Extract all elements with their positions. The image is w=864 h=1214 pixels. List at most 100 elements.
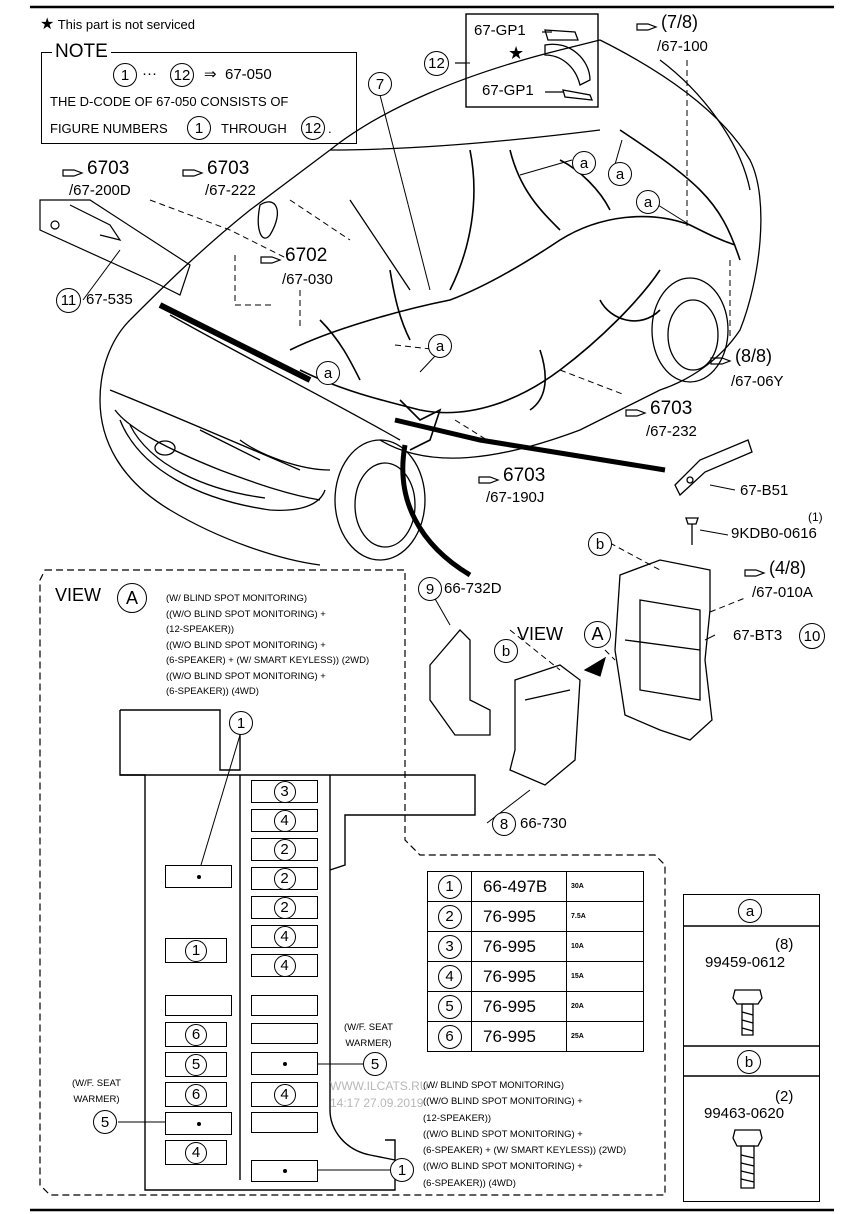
fuse-id: 2 [273,867,296,890]
main-harness [289,129,741,451]
ref-4-8-page: (4/8) [769,558,807,578]
fuse-callout-1-bottom: 1 [390,1158,414,1182]
fuse-dot-icon [196,1121,201,1126]
ref-232-group: 6703 [650,398,693,419]
table-row: 3 76-995 10A [427,931,644,962]
not-serviced-legend: ★ This part is not serviced [40,14,195,34]
ref-7-8: (7/8) [636,12,698,33]
callout-8: 8 [492,812,516,836]
fuse-id: 4 [273,925,296,948]
bolt-99463-0620 [732,1129,763,1189]
cond-line: (6-SPEAKER) + (W/ SMART KEYLESS)) (2WD) [166,655,370,666]
fuse-id: 5 [437,994,462,1019]
bolt-code: 9KDB0-0616 [731,525,817,542]
callout-12: 12 [424,51,449,76]
cond-line: ((W/O BLIND SPOT MONITORING) + [423,1161,583,1173]
fuse-id: 2 [273,838,296,861]
ref-8-8: (8/8) [710,346,772,367]
callout-9-code: 66-732D [444,580,502,597]
legend-text: This part is not serviced [57,17,196,32]
junction-box-67-bt3 [614,559,713,741]
fuse-dot-icon [282,1061,287,1066]
ref-030-code: /67-030 [282,271,333,288]
fuse-slot: 4 [165,1140,227,1165]
callout-8-code: 66-730 [520,815,567,832]
hardware-a-part: 99459-0612 [705,954,786,971]
fuse-id: 6 [185,1023,207,1046]
bolt-99459-0612 [732,989,763,1036]
seat-warmer-right-label: (W/F. SEAT WARMER) [344,1020,393,1052]
ref-190j-code: /67-190J [486,489,545,506]
cond-line: (6-SPEAKER) + (W/ SMART KEYLESS)) (2WD) [423,1145,627,1157]
ref-222-code: /67-222 [205,182,256,199]
fuse-id: 4 [273,1083,296,1106]
hand-pointer-icon [625,403,647,417]
fuse-slot [251,1052,318,1075]
fuse-callout-1-top: 1 [229,711,253,735]
fuse-id: 1 [185,939,207,962]
cond-line: (W/ BLIND SPOT MONITORING) [166,593,308,604]
cond-line: (W/ BLIND SPOT MONITORING) [423,1080,565,1091]
view-a-arrow-label: VIEW [517,624,564,644]
fastener-a-marker: a [636,190,660,214]
amperage: 25A [566,1021,644,1052]
watermark-line: WWW.ILCATS.RU [330,1079,429,1093]
fuse-callout-5-right: 5 [363,1052,387,1076]
fuse-dot-icon [282,1169,287,1173]
gp1-clips [544,29,594,101]
callout-9: 9 [418,577,442,601]
ref-8-8-page: (8/8) [735,346,773,366]
cond-line: ((W/O BLIND SPOT MONITORING) + [423,1128,583,1140]
fuse-block-outline [119,709,476,1191]
fastener-b-marker: b [494,639,518,663]
hardware-b-qty: (2) [775,1088,794,1105]
fuse-slot: 4 [251,925,318,948]
amperage: 7.5A [566,901,644,932]
hand-pointer-icon [260,250,282,264]
car-body-outline [99,39,762,566]
fuse-slot: 6 [165,1022,227,1047]
fuse-id: 4 [273,809,296,832]
fastener-a-marker: a [572,151,596,175]
hand-pointer-icon [710,351,732,365]
ref-8-8-code: /67-06Y [731,373,784,390]
hand-pointer-icon [744,563,766,577]
hand-pointer-icon [182,163,204,177]
ref-200d-code: /67-200D [69,182,131,199]
box-66-730 [509,664,581,786]
part-number: 66-497B [471,871,567,902]
fastener-a-marker: a [316,361,340,385]
view-a-arrow-letter: A [584,621,611,648]
note-line2-c: . [328,121,332,136]
amperage: 15A [566,961,644,992]
cond-line: (6-SPEAKER)) (4WD) [423,1177,516,1189]
ref-7-8-page: (7/8) [661,12,699,32]
seat-warmer-line: WARMER) [73,1094,120,1105]
fuse-slot: 5 [165,1052,227,1077]
watermark-line: 14:17 27.09.2019 [330,1096,424,1110]
note-box [41,52,357,144]
fastener-b-marker: b [588,532,612,556]
hardware-b-letter: b [737,1050,761,1074]
note-line2-a: FIGURE NUMBERS [50,121,168,136]
ref-7-8-code: /67-100 [657,38,708,55]
bolt-9kdb0 [685,517,699,545]
part-number: 76-995 [471,961,567,992]
cond-line: (6-SPEAKER)) (4WD) [166,686,259,697]
view-a-letter: A [117,583,147,613]
hardware-a-qty: (8) [775,936,794,953]
hardware-b-part: 99463-0620 [704,1105,785,1122]
hardware-a-letter: a [738,899,762,923]
ref-4-8: (4/8) [744,558,806,579]
amperage: 20A [566,991,644,1022]
watermark: WWW.ILCATS.RU 14:17 27.09.2019 [330,1078,428,1112]
ref-222: 6703 [182,158,249,180]
note-arrow-icon: ⇒ [204,66,217,83]
part-number: 76-995 [471,991,567,1022]
bottom-conditions: (W/ BLIND SPOT MONITORING) ((W/O BLIND S… [423,1078,626,1192]
fuse-slot: 2 [251,838,318,861]
ref-030-group: 6702 [285,245,328,266]
view-a-title: VIEW [55,585,102,605]
fuse-slot: 4 [251,954,318,977]
